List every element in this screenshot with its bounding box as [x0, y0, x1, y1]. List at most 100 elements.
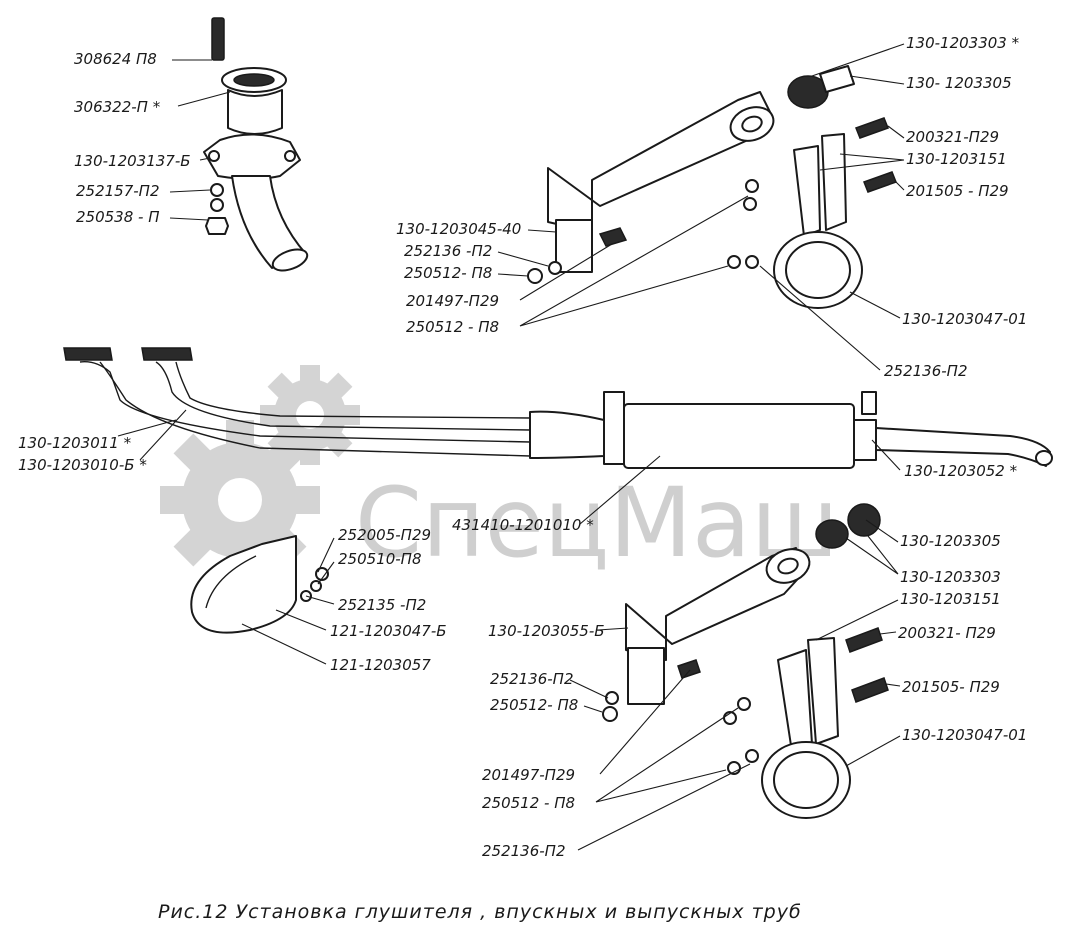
gasket-hole [233, 73, 275, 87]
nut-250512-lower [602, 706, 618, 722]
bolt-201505 [863, 171, 897, 193]
label-130-1203303-top: 130-1203303 * [906, 34, 1020, 52]
nut-250512 [527, 268, 543, 284]
label-121-1203047: 121-1203047-Б [330, 622, 447, 640]
bushing-130-1203305-lower [847, 503, 881, 537]
muffler-hanger [861, 391, 877, 415]
washer-lower-a [737, 697, 751, 711]
label-121-1203057: 121-1203057 [330, 656, 431, 674]
pipe-130-1203011-inner [99, 361, 531, 457]
bolt-201497-lower [677, 659, 701, 679]
label-250510: 250510-П8 [338, 550, 422, 568]
washer-upper-c [727, 255, 741, 269]
label-201505-lower: 201505- П29 [902, 678, 1000, 696]
muffler-clamp-front [603, 391, 625, 465]
intake-pipe-outlet [271, 248, 309, 272]
label-252136-lower: 252136-П2 [490, 670, 574, 688]
lower-bracket-eye-hole [777, 557, 799, 575]
label-130-1203052: 130-1203052 * [904, 462, 1018, 480]
label-130-1203151-top: 130-1203151 [906, 150, 1007, 168]
label-130-1203055: 130-1203055-Б [488, 622, 605, 640]
label-252136-right: 252136-П2 [884, 362, 968, 380]
label-252136-bottom: 252136-П2 [482, 842, 566, 860]
bolt-201497 [598, 227, 628, 247]
tailpipe-outlet [1035, 450, 1053, 466]
flange-hole-left [208, 150, 220, 162]
washer-252136 [548, 261, 562, 275]
label-306322: 306322-П * [74, 98, 161, 116]
label-130-1203047-top: 130-1203047-01 [902, 310, 1027, 328]
label-201497-lower: 201497-П29 [482, 766, 575, 784]
label-200321-top: 200321-П29 [906, 128, 999, 146]
pipe-joint [529, 410, 605, 459]
label-252135: 252135 -П2 [338, 596, 426, 614]
lower-bracket-assembly [602, 503, 889, 819]
muffler-431410 [623, 403, 855, 469]
nut-250538 [205, 217, 229, 235]
label-250512-top: 250512- П8 [404, 264, 492, 282]
label-431410: 431410-1201010 * [452, 516, 594, 534]
lower-bracket-foot [627, 647, 665, 705]
figure-caption: Рис.12 Установка глушителя , впускных и … [158, 901, 802, 923]
watermark: СпецМаш [160, 365, 839, 580]
part-labels: 308624 П8 306322-П * 130-1203137-Б 25215… [18, 34, 1027, 860]
strap-121-1203057 [190, 535, 297, 634]
label-130-1203305-top: 130- 1203305 [906, 74, 1012, 92]
label-130-1203010: 130-1203010-Б * [18, 456, 147, 474]
pipe-neck [227, 89, 283, 135]
label-130-1203011: 130-1203011 * [18, 434, 132, 452]
cushion-130-1203303-lower [815, 519, 849, 549]
leader-lines [117, 43, 905, 851]
lower-clamp-ring-inner [773, 751, 839, 809]
label-252136-top: 252136 -П2 [404, 242, 492, 260]
label-252005: 252005-П29 [338, 526, 431, 544]
flange-hole-right [284, 150, 296, 162]
washer-upper-a [745, 179, 759, 193]
label-200321-lower: 200321- П29 [898, 624, 996, 642]
label-250538: 250538 - П [76, 208, 160, 226]
label-130-1203137: 130-1203137-Б [74, 152, 191, 170]
label-201505-top: 201505 - П29 [906, 182, 1009, 200]
bushing-130-1203305 [819, 65, 855, 93]
lower-clamp-strap-right [807, 637, 839, 745]
washer-upper-d [745, 255, 759, 269]
washer-252157-b [210, 198, 224, 212]
watermark-text: СпецМаш [355, 467, 839, 579]
bolt-200321-lower [845, 627, 883, 653]
tailpipe-130-1203052 [875, 427, 1051, 467]
label-130-1203305-lower: 130-1203305 [900, 532, 1001, 550]
label-250512-top-2: 250512 - П8 [406, 318, 499, 336]
lower-clamp-strap-left [777, 649, 813, 753]
bracket-foot [555, 219, 593, 273]
pipe-flange-1 [63, 347, 113, 361]
label-130-1203151-lower: 130-1203151 [900, 590, 1001, 608]
label-130-1203047-lower: 130-1203047-01 [902, 726, 1027, 744]
exhaust-line [63, 347, 1053, 469]
clamp-strap-right [821, 133, 847, 231]
clamp-ring-inner [785, 241, 851, 299]
washer-252136-lower [605, 691, 619, 705]
pipe-130-1203010-inner [175, 361, 531, 419]
bracket-eye-hole [741, 115, 763, 133]
strap-inner-line [205, 555, 257, 609]
label-130-1203045: 130-1203045-40 [396, 220, 521, 238]
bolt-200321 [855, 117, 889, 139]
stud-308624 [211, 17, 225, 61]
intake-pipe-assembly [203, 17, 309, 272]
bracket-130-1203045 [547, 91, 771, 233]
pipe-flange-2 [141, 347, 193, 361]
label-250512-lower: 250512- П8 [490, 696, 578, 714]
clamp-strap-left [793, 145, 821, 237]
label-250512-lower-2: 250512 - П8 [482, 794, 575, 812]
upper-bracket-assembly [527, 65, 897, 309]
pipe-130-1203011 [79, 361, 531, 443]
label-130-1203303-lower: 130-1203303 [900, 568, 1001, 586]
pipe-130-1203010 [155, 361, 531, 431]
label-201497-top: 201497-П29 [406, 292, 499, 310]
label-308624: 308624 П8 [74, 50, 157, 68]
washer-lower-c [745, 749, 759, 763]
label-252157: 252157-П2 [76, 182, 160, 200]
washer-upper-b [743, 197, 757, 211]
